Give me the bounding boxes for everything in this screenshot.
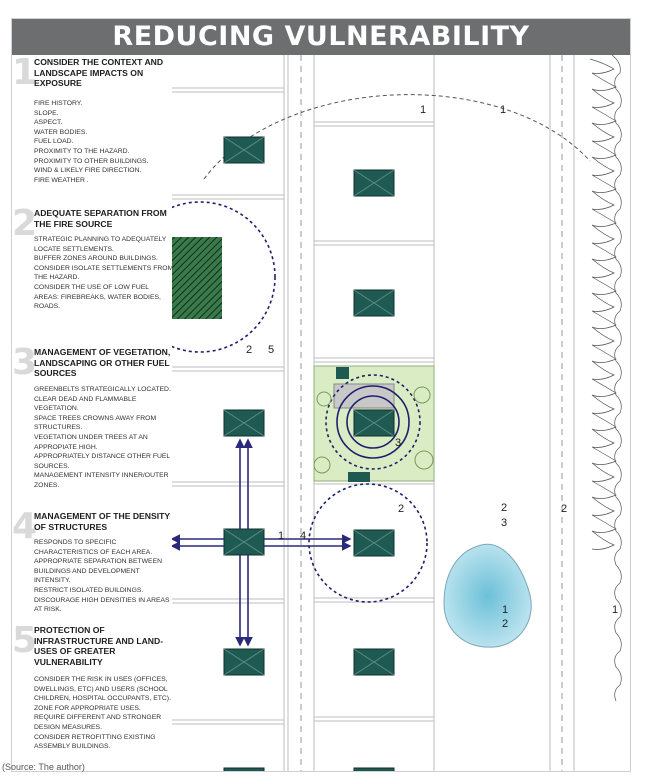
list-item: CONSIDER THE RISK IN USES (OFFICES, DWEL…	[34, 676, 171, 703]
source-caption: (Source: The author)	[2, 762, 85, 772]
forest-band	[589, 55, 622, 702]
list-item: ASPECT.	[34, 119, 63, 127]
list-item: CONSIDER RETROFITTING EXISTING ASSEMBLY …	[34, 733, 156, 751]
building-left-5	[223, 767, 265, 771]
list-item: MANAGEMENT INTENSITY INNER/OUTER ZONES.	[34, 472, 169, 489]
buffer-circle-left	[172, 201, 276, 353]
label-buffer-left-b: 5	[268, 344, 274, 356]
section-number: 1	[12, 52, 38, 93]
section-heading: PROTECTION OF INFRASTRUCTURE AND LAND-US…	[34, 625, 164, 667]
building-mid-5	[353, 648, 395, 676]
fire-path-arc	[203, 94, 591, 180]
list-item: WIND & LIKELY FIRE DIRECTION.	[34, 167, 142, 175]
building-left-4	[223, 648, 265, 676]
label-road-c: 2	[561, 503, 567, 515]
list-item: CONSIDER THE USE OF LOW FUEL AREAS: FIRE…	[34, 283, 161, 311]
list-item: SPACE TREES CROWNS AWAY FROM STRUCTURES.	[34, 414, 157, 432]
list-item: STRATEGIC PLANNING TO ADEQUATELY LOCATE …	[34, 236, 167, 253]
section-number: 2	[12, 203, 38, 244]
section-items: CONSIDER THE RISK IN USES (OFFICES, DWEL…	[34, 675, 174, 752]
building-left-1	[223, 136, 265, 164]
label-road-a: 2	[501, 502, 507, 514]
building-mid-6	[353, 767, 395, 771]
buildings	[223, 136, 395, 771]
list-item: RESPONDS TO SPECIFIC CHARACTERISTICS OF …	[34, 539, 153, 556]
building-mid-3	[353, 409, 395, 437]
density-arrows	[172, 438, 352, 647]
label-vegetation: 3	[395, 437, 401, 449]
label-fire-path-b: 1	[500, 104, 506, 116]
label-road-b: 3	[501, 517, 507, 529]
label-pond-a: 1	[502, 604, 508, 616]
list-item: VEGETATION UNDER TREES AT AN APPROPIATE …	[34, 433, 148, 451]
site-plan-diagram: 1 1 2 5 3 1 4 2 2 3 2 1 2 1	[172, 55, 622, 771]
water-body	[443, 543, 532, 648]
title-banner: REDUCING VULNERABILITY	[12, 19, 630, 55]
road	[287, 55, 315, 771]
section-heading: ADEQUATE SEPARATION FROM THE FIRE SOURCE	[34, 208, 167, 229]
list-item: WATER BODIES.	[34, 128, 88, 136]
list-item: DISCOURAGE HIGH DENSITIES IN AREAS AT RI…	[34, 596, 170, 614]
list-item: APPROPRIATE SEPARATION BETWEEN BUILDINGS…	[34, 558, 163, 585]
list-item: PROXIMITY TO OTHER BUILDINGS.	[34, 157, 149, 165]
section-items: STRATEGIC PLANNING TO ADEQUATELY LOCATE …	[34, 235, 174, 312]
section-number: 5	[12, 620, 38, 661]
list-item: CONSIDER ISOLATE SETTLEMENTS FROM THE HA…	[34, 264, 174, 282]
list-item: SLOPE.	[34, 109, 59, 117]
building-left-2	[223, 409, 265, 437]
fire-break-lines	[549, 55, 575, 771]
buffer-circle-middle	[308, 483, 428, 603]
page-title: REDUCING VULNERABILITY	[112, 21, 530, 52]
label-forest: 1	[612, 604, 618, 616]
building-mid-1	[353, 169, 395, 197]
list-item: FIRE WEATHER .	[34, 176, 89, 184]
list-item: FIRE HISTORY.	[34, 100, 83, 107]
parcel-column-left	[172, 55, 285, 771]
section-items: FIRE HISTORY. SLOPE. ASPECT. WATER BODIE…	[34, 99, 174, 185]
hazard-vegetation-patch	[172, 237, 222, 319]
section-number: 4	[12, 506, 38, 547]
list-item: GREENBELTS STRATEGICALLY LOCATED.	[34, 386, 171, 393]
list-item: ZONE FOR APPROPRIATE USES.	[34, 704, 141, 712]
section-heading: MANAGEMENT OF THE DENSITY OF STRUCTURES	[34, 511, 170, 532]
section-heading: CONSIDER THE CONTEXT AND LANDSCAPE IMPAC…	[34, 57, 164, 88]
list-item: RESTRICT ISOLATED BUILDINGS.	[34, 586, 144, 594]
list-item: BUFFER ZONES AROUND BUILDINGS.	[34, 255, 158, 263]
list-item: FUEL LOAD.	[34, 138, 74, 146]
label-fire-path-a: 1	[420, 104, 426, 116]
label-pond-b: 2	[502, 618, 508, 630]
list-item: APPROPRIATELY DISTANCE OTHER FUEL SOURCE…	[34, 453, 170, 470]
label-buffer-left-a: 2	[246, 344, 252, 356]
section-number: 3	[12, 342, 38, 383]
building-left-3	[223, 528, 265, 556]
section-items: GREENBELTS STRATEGICALLY LOCATED. CLEAR …	[34, 385, 174, 491]
building-mid-2	[353, 289, 395, 317]
section-heading: MANAGEMENT OF VEGETATION, LANDSCAPING OR…	[34, 347, 171, 378]
list-item: PROXIMITY TO THE HAZARD.	[34, 147, 130, 155]
list-item: CLEAR DEAD AND FLAMMABLE VEGETATION.	[34, 395, 137, 413]
label-density-b: 4	[300, 530, 306, 542]
label-density-a: 1	[278, 530, 284, 542]
list-item: REQUIRE DIFFERENT AND STRONGER DESIGN ME…	[34, 714, 162, 731]
label-buffer-mid: 2	[398, 503, 404, 515]
section-items: RESPONDS TO SPECIFIC CHARACTERISTICS OF …	[34, 538, 174, 615]
building-mid-4	[353, 529, 395, 557]
infographic-frame: REDUCING VULNERABILITY 1 CONSIDER THE CO…	[11, 18, 631, 772]
